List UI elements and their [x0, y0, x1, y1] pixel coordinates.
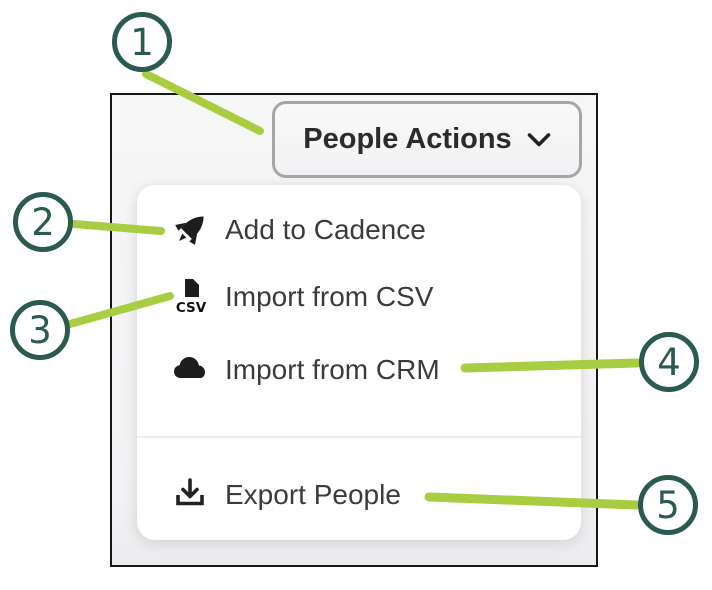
callout-circle-2: 2 — [13, 192, 73, 252]
csv-file-icon: CSV — [169, 276, 211, 318]
screenshot-frame: People Actions Add to Ca — [110, 93, 598, 567]
people-actions-menu: Add to Cadence CSV Import from CSV I — [137, 185, 581, 540]
menu-divider — [137, 436, 581, 438]
people-actions-button[interactable]: People Actions — [272, 101, 582, 178]
chevron-down-icon — [527, 132, 551, 146]
menu-item-import-from-csv[interactable]: CSV Import from CSV — [137, 265, 581, 329]
callout-circle-5: 5 — [638, 475, 698, 535]
people-actions-label: People Actions — [303, 123, 512, 155]
menu-item-import-from-crm[interactable]: Import from CRM — [137, 338, 581, 402]
callout-circle-4: 4 — [639, 332, 699, 392]
menu-item-label: Import from CRM — [225, 354, 440, 385]
menu-item-label: Export People — [225, 479, 401, 510]
callout-circle-1: 1 — [112, 12, 172, 72]
cloud-icon — [169, 349, 211, 391]
download-icon — [169, 474, 211, 516]
menu-item-label: Import from CSV — [225, 281, 434, 312]
callout-circle-3: 3 — [10, 300, 70, 360]
csv-icon-label: CSV — [176, 300, 207, 316]
menu-item-label: Add to Cadence — [225, 214, 426, 245]
menu-item-add-to-cadence[interactable]: Add to Cadence — [137, 198, 581, 262]
rocket-icon — [169, 209, 211, 251]
menu-item-export-people[interactable]: Export People — [137, 463, 581, 527]
